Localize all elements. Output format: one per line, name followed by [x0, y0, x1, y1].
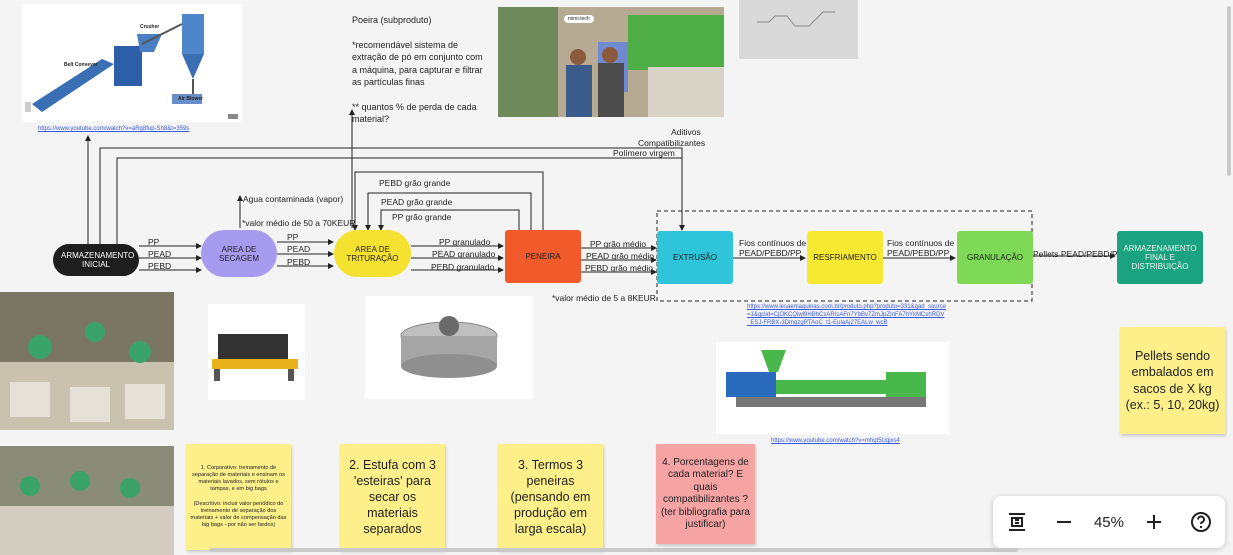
sticky-note-2[interactable]: 2. Estufa com 3 'esteiras' para secar os…	[340, 444, 445, 550]
edge-label-pebd-grao-grande: PEBD grão grande	[379, 178, 451, 188]
edge-label-agua-contaminada: Agua contaminada (vapor)	[243, 194, 344, 204]
node-granulacao[interactable]: GRANULAÇÃO	[957, 231, 1033, 284]
plus-icon	[1147, 515, 1162, 529]
crusher-label: Crusher	[140, 24, 160, 30]
edge-label-pead-granulado: PEAD granulado	[432, 249, 496, 259]
edge-label-compatibilizantes: Compatibilizantes	[638, 138, 706, 148]
node-extrusao[interactable]: EXTRUSÃO	[657, 231, 733, 284]
sticky-note-4[interactable]: 4. Porcentagens de cada material? E quai…	[656, 444, 755, 544]
brand-logo-badge: mimi-tech	[564, 15, 594, 23]
node-peneira-label: PENEIRA	[525, 252, 561, 261]
edge-label-pp-1: PP	[148, 237, 160, 247]
node-peneira[interactable]: PENEIRA	[505, 230, 581, 283]
node-area-secagem-label: AREA DE SECAGEM	[218, 244, 259, 263]
edge-label-valor-medio-1: *valor médio de 50 a 70KEUR	[242, 218, 356, 228]
youtube-link-crusher[interactable]: https://www.youtube.com/watch?v=aRg8fup-…	[38, 126, 190, 132]
sticky-note-1[interactable]: 1. Corporativo: treinamento de separação…	[186, 444, 291, 550]
node-area-trituracao[interactable]: AREA DE TRITURAÇÃO	[334, 230, 411, 277]
sticky-note-4-text: 4. Porcentagens de cada material? E quai…	[661, 456, 750, 531]
sticky-note-5-text: Pellets sendo embalados em sacos de X kg…	[1125, 348, 1220, 413]
edge-label-pead-grao-medio: PEAD grão médio	[586, 251, 655, 261]
drying-oven-image	[208, 304, 305, 400]
vibrating-sieve-image	[365, 296, 533, 399]
edge-label-pebd-2: PEBD	[287, 257, 311, 267]
node-armazenamento-inicial-label: ARMAZENAMENTO INICIAL	[61, 251, 135, 269]
edge-label-pebd-grao-medio: PEBD grão médio	[585, 263, 654, 273]
factory-workers-photo: mimi-tech	[498, 7, 724, 117]
edge-label-valor-medio-2: *valor médio de 5 a 8KEUR	[552, 293, 656, 303]
fit-screen-icon	[1008, 513, 1025, 531]
zoom-level: 45%	[1093, 513, 1124, 531]
edge-label-pp-grao-grande: PP grão grande	[392, 212, 452, 222]
edge-label-aditivos: Aditivos	[671, 127, 701, 137]
minus-icon	[1056, 521, 1071, 523]
node-area-secagem[interactable]: AREA DE SECAGEM	[201, 230, 277, 277]
sticky-note-5[interactable]: Pellets sendo embalados em sacos de X kg…	[1120, 327, 1225, 434]
horizontal-scrollbar[interactable]	[210, 548, 1018, 552]
node-armazenamento-final-label: ARMAZENAMENTO FINAL E DISTRIBUIÇÃO	[1123, 244, 1197, 271]
help-icon	[1191, 512, 1212, 532]
zoom-in-button[interactable]	[1137, 505, 1171, 539]
edge-label-pp-2: PP	[287, 232, 299, 242]
sticky-note-2-text: 2. Estufa com 3 'esteiras' para secar os…	[349, 458, 436, 536]
recycling-sorting-photo-1	[0, 292, 174, 430]
recycling-sorting-photo-2	[0, 446, 174, 555]
crusher-system-image: Crusher Belt Conveyor Air Blower	[22, 4, 242, 122]
edge-label-pebd-1: PEBD	[148, 261, 172, 271]
sticky-note-3[interactable]: 3. Termos 3 peneiras (pensando em produç…	[498, 444, 603, 550]
air-blower-label: Air Blower	[178, 96, 204, 102]
edge-label-fios-2: Fios contínuos de PEAD/PEBD/PP	[887, 238, 955, 258]
node-resfriamento[interactable]: RESFRIAMENTO	[807, 231, 883, 284]
fit-to-screen-button[interactable]	[1000, 505, 1034, 539]
edge-label-polimero-virgem: Polímero virgem	[613, 148, 675, 158]
lesa-maquinas-link[interactable]: https://www.lesaemaquinas.com.br/produto…	[747, 304, 946, 326]
edge-label-pellets: Pellets PEAD/PEBD/PP	[1033, 249, 1124, 259]
edge-label-pead-2: PEAD	[287, 244, 311, 254]
edge-label-pebd-granulado: PEBD granulado	[431, 262, 495, 272]
graph-thumbnail	[739, 0, 858, 59]
zoom-out-button[interactable]	[1047, 505, 1081, 539]
top-note: Poeira (subproduto) *recomendável sistem…	[352, 14, 490, 126]
sticky-note-3-text: 3. Termos 3 peneiras (pensando em produç…	[510, 458, 591, 536]
node-resfriamento-label: RESFRIAMENTO	[813, 253, 877, 262]
node-armazenamento-inicial[interactable]: ARMAZENAMENTO INICIAL	[53, 244, 139, 276]
top-note-line1: *recomendável sistema de extração de pó …	[352, 39, 483, 88]
help-button[interactable]	[1184, 505, 1218, 539]
top-note-title: Poeira (subproduto)	[352, 15, 432, 25]
edge-label-pead-grao-grande: PEAD grão grande	[381, 197, 453, 207]
zoom-toolbar: 45%	[993, 496, 1225, 548]
edge-label-pp-granulado: PP granulado	[439, 237, 491, 247]
vertical-scrollbar[interactable]	[1227, 6, 1231, 176]
node-extrusao-label: EXTRUSÃO	[672, 253, 717, 262]
node-area-trituracao-label: AREA DE TRITURAÇÃO	[346, 244, 399, 263]
extruder-machine-image	[716, 342, 949, 434]
belt-conveyor-label: Belt Conveyor	[64, 62, 98, 68]
top-note-line2: ** quantos % de perda de cada material?	[352, 101, 477, 125]
sticky-note-1-text: 1. Corporativo: treinamento de separação…	[190, 464, 287, 529]
edge-label-fios-1: Fios contínuos de PEAD/PEBD/PP	[739, 238, 807, 258]
youtube-link-extruder[interactable]: https://www.youtube.com/watch?v=mhgt5Ugj…	[771, 438, 900, 444]
edge-label-pead-1: PEAD	[148, 249, 172, 259]
node-granulacao-label: GRANULAÇÃO	[966, 253, 1023, 262]
node-armazenamento-final[interactable]: ARMAZENAMENTO FINAL E DISTRIBUIÇÃO	[1117, 231, 1203, 284]
edge-label-pp-grao-medio: PP grão médio	[590, 239, 647, 249]
